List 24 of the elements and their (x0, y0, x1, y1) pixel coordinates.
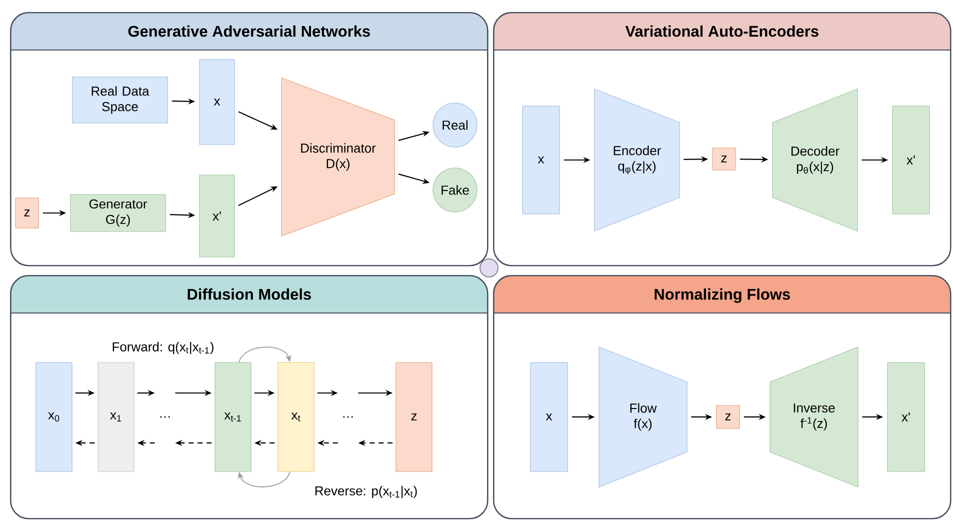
data-box: x' (887, 362, 925, 472)
edge-label: Forward: q(x$_{t}$|x$_{t-1}$) (110, 340, 216, 356)
data-box: x (522, 106, 560, 214)
data-box: x$_{1}$ (98, 362, 134, 472)
data-box: x$_{t}$ (278, 362, 314, 472)
data-box: x$_{0}$ (36, 362, 72, 472)
data-box: x (530, 362, 568, 472)
data-box: z (712, 148, 736, 170)
ellipsis-text: … (343, 416, 353, 418)
trapezoid-block: Inverse f$^{-1}$(z) (770, 346, 858, 488)
data-box: x (199, 59, 235, 145)
data-box: z (396, 362, 432, 472)
edge-label: Reverse: p(x$_{t-1}$|x$_{t}$) (313, 484, 419, 500)
data-box: x' (199, 174, 235, 258)
data-box: x$_{t-1}$ (214, 362, 252, 472)
data-box: Generator G(z) (70, 194, 166, 232)
data-box: z (15, 198, 39, 228)
ellipsis-text: … (160, 416, 170, 418)
data-box: x' (892, 106, 930, 214)
curved-arrow (238, 471, 290, 488)
curved-arrow (238, 346, 292, 363)
data-box: Real Data Space (72, 76, 168, 124)
data-box: z (716, 405, 740, 429)
trapezoid-block: Decoder p$_{θ}$(x|z) (772, 88, 858, 232)
